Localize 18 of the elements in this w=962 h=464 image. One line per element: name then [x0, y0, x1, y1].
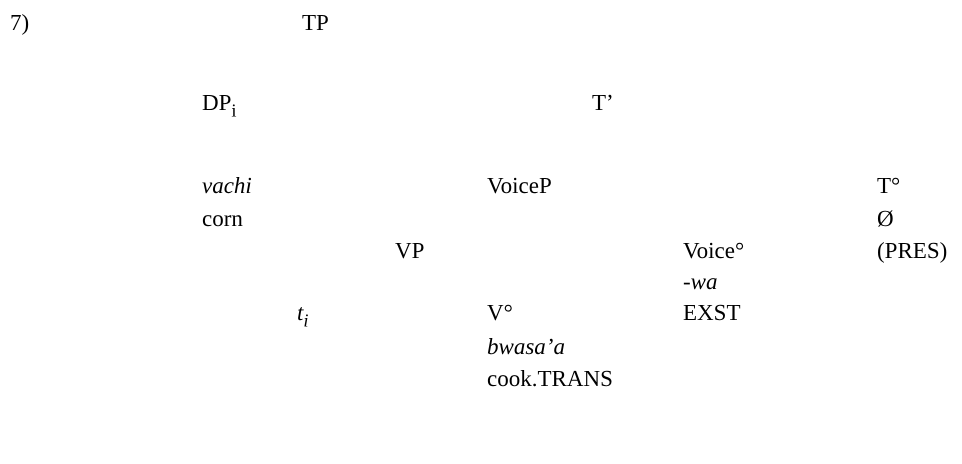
- word-gloss: corn: [202, 206, 243, 232]
- tree-node-label: T’: [592, 90, 614, 116]
- tree-node-label: VP: [395, 238, 424, 264]
- word-gloss: cook.TRANS: [487, 366, 613, 392]
- example-number: 7): [10, 10, 30, 36]
- tree-node-label: T°: [877, 173, 900, 198]
- tree-node-label: Voice°: [683, 238, 744, 264]
- tree-node-label: DP$_{i}$: [202, 90, 237, 121]
- tree-node-label: VoiceP: [487, 173, 552, 198]
- tree-node-label: TP: [302, 10, 329, 36]
- trace-label: t$_{i}$: [297, 300, 309, 331]
- word-gloss: (PRES): [877, 238, 948, 264]
- word-gloss: EXST: [683, 300, 740, 326]
- word-form: bwasa’a: [487, 334, 565, 360]
- word-form: Ø: [877, 206, 894, 232]
- word-form: -wa: [683, 269, 718, 294]
- word-form: vachi: [202, 173, 252, 198]
- tree-node-label: V°: [487, 300, 513, 326]
